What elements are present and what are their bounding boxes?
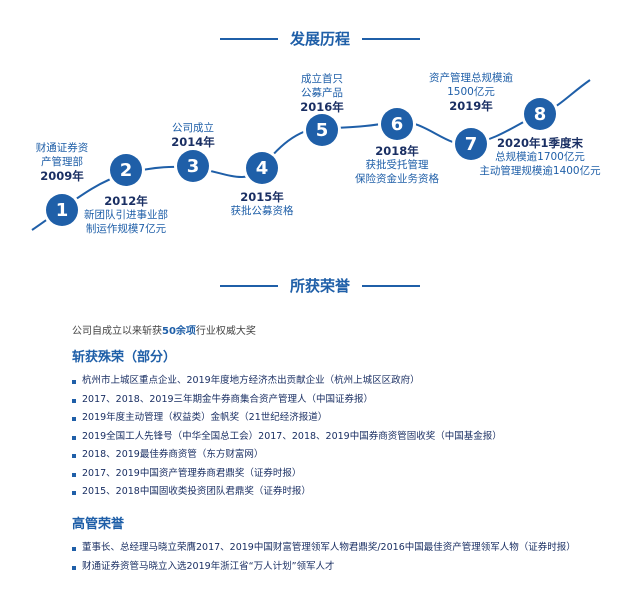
milestone-desc: 制运作规模7亿元 xyxy=(85,223,167,235)
milestone-desc: 获批公募资格 xyxy=(230,205,294,217)
title-line-right xyxy=(362,37,420,40)
milestone-desc: 成立首只 xyxy=(300,73,343,85)
milestone-desc: 公募产品 xyxy=(300,87,343,99)
intro-text-post: 行业权威大奖 xyxy=(195,326,256,337)
milestone-desc: 公司成立 xyxy=(171,122,214,134)
milestone-label-8: 2020年1季度末总规模逾1700亿元主动管理规模逾1400亿元 xyxy=(479,136,600,178)
milestone-desc: 资产管理总规模逾 xyxy=(429,72,513,84)
milestone-year: 2016年 xyxy=(300,100,344,114)
honors-title-row: 所获荣誉 xyxy=(0,275,640,296)
list-item: 2018、2019最佳券商资管（东方财富网） xyxy=(72,446,502,465)
title-line-left xyxy=(219,284,278,287)
milestone-year: 2014年 xyxy=(171,135,215,149)
milestone-label-4: 2015年获批公募资格 xyxy=(231,190,294,218)
milestone-desc: 总规模逾1700亿元 xyxy=(495,151,585,163)
list-item: 杭州市上城区重点企业、2019年度地方经济杰出贡献企业（杭州上城区区政府） xyxy=(72,372,502,391)
milestone-circle-6: 6 xyxy=(381,108,413,140)
milestone-desc: 保险资金业务资格 xyxy=(355,173,439,185)
milestone-desc: 新团队引进事业部 xyxy=(84,209,168,221)
milestone-circle-2: 2 xyxy=(110,154,142,186)
milestone-year: 2009年 xyxy=(40,169,84,183)
honors-title: 所获荣誉 xyxy=(289,277,350,295)
honors-intro: 公司自成立以来斩获50余项行业权威大奖 xyxy=(72,322,256,337)
milestone-desc: 主动管理规模逾1400亿元 xyxy=(479,165,601,177)
milestone-circle-5: 5 xyxy=(306,114,338,146)
intro-text-bold: 50余项 xyxy=(162,326,196,337)
list-item: 2017、2019中国资产管理券商君鼎奖（证券时报） xyxy=(72,465,502,484)
list-item: 2019全国工人先锋号（中华全国总工会）2017、2018、2019中国券商资管… xyxy=(72,428,502,447)
milestone-desc: 获批受托管理 xyxy=(365,159,429,171)
history-title-row: 发展历程 xyxy=(0,28,640,49)
milestone-desc: 产管理部 xyxy=(41,156,83,168)
special-honors-list: 杭州市上城区重点企业、2019年度地方经济杰出贡献企业（杭州上城区区政府）201… xyxy=(72,372,502,502)
list-item: 财通证券资管马晓立入选2019年浙江省“万人计划”领军人才 xyxy=(72,558,576,577)
milestone-desc: 财通证券资 xyxy=(35,142,89,154)
history-title: 发展历程 xyxy=(289,30,350,48)
intro-text-pre: 公司自成立以来斩获 xyxy=(72,326,162,337)
milestone-label-2: 2012年新团队引进事业部制运作规模7亿元 xyxy=(84,194,168,236)
milestone-desc: 1500亿元 xyxy=(447,86,495,98)
list-item: 2017、2018、2019三年期金牛券商集合资产管理人（中国证券报） xyxy=(72,391,502,410)
milestone-year: 2018年 xyxy=(375,144,419,158)
title-line-right xyxy=(362,284,420,287)
list-item: 董事长、总经理马晓立荣膺2017、2019中国财富管理领军人物君鼎奖/2016中… xyxy=(72,539,576,558)
milestone-circle-4: 4 xyxy=(246,152,278,184)
milestone-year: 2012年 xyxy=(104,194,148,208)
milestone-circle-7: 7 xyxy=(455,128,487,160)
list-item: 2015、2018中国固收类投资团队君鼎奖（证券时报） xyxy=(72,483,502,502)
milestone-label-6: 2018年获批受托管理保险资金业务资格 xyxy=(355,144,439,186)
milestone-year: 2015年 xyxy=(240,190,284,204)
milestone-year: 2019年 xyxy=(449,99,493,113)
milestone-circle-1: 1 xyxy=(46,194,78,226)
exec-honors-list: 董事长、总经理马晓立荣膺2017、2019中国财富管理领军人物君鼎奖/2016中… xyxy=(72,539,576,576)
milestone-circle-3: 3 xyxy=(177,150,209,182)
list-item: 2019年度主动管理（权益类）金帆奖（21世纪经济报道） xyxy=(72,409,502,428)
title-line-left xyxy=(219,37,278,40)
milestone-year: 2020年1季度末 xyxy=(496,136,584,150)
milestone-circle-8: 8 xyxy=(524,98,556,130)
special-honors-heading: 斩获殊荣（部分） xyxy=(72,350,177,365)
exec-honors-heading: 高管荣誉 xyxy=(72,517,125,532)
